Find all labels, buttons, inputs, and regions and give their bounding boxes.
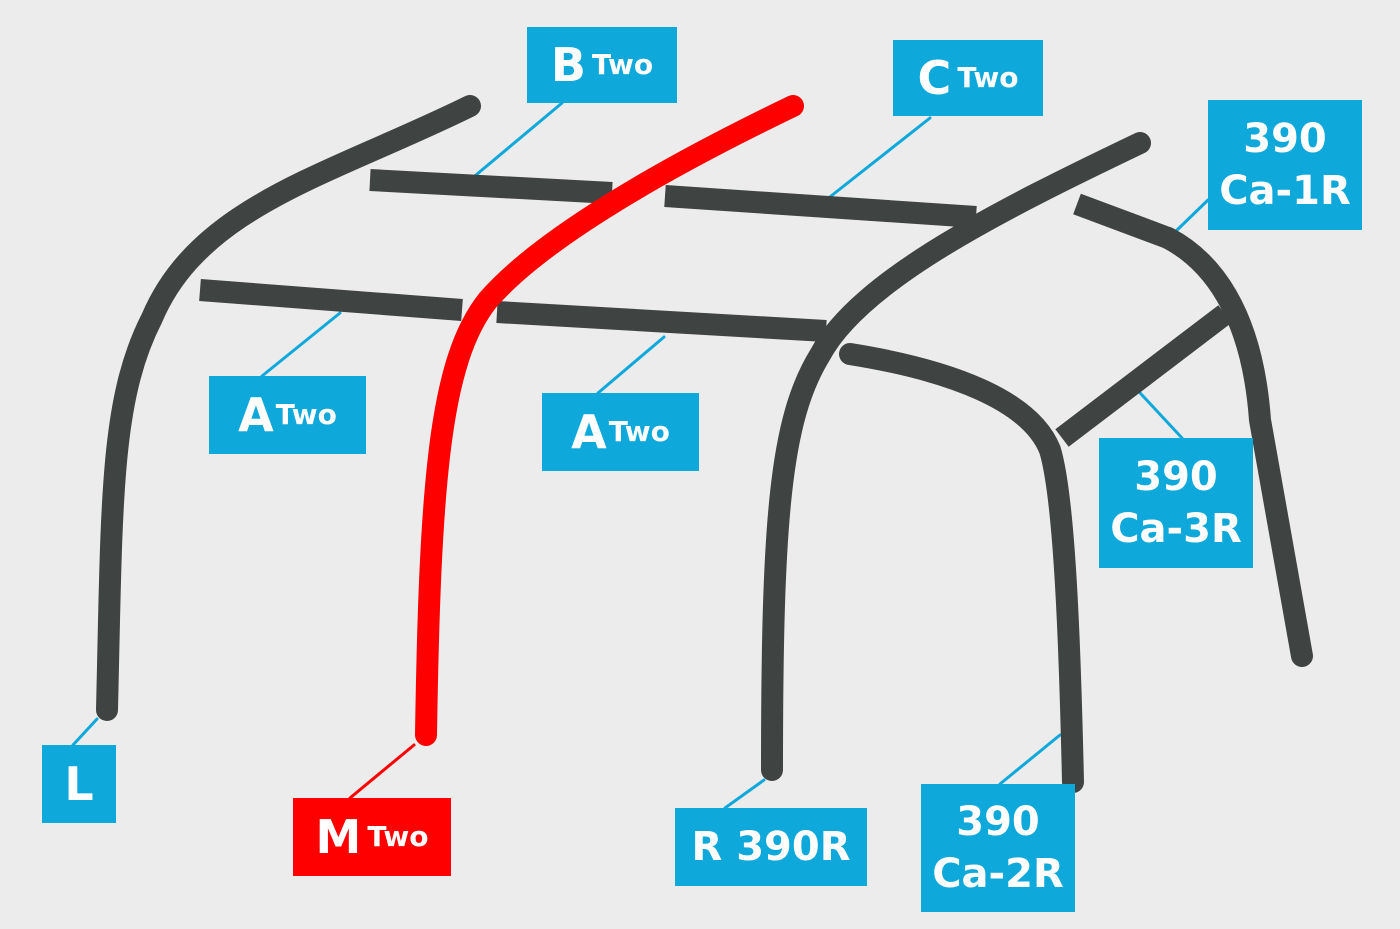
beam-ca3: [1055, 305, 1232, 447]
label-ca1-line2: Ca-1R: [1219, 168, 1351, 214]
label-b: B Two: [527, 27, 677, 103]
label-a-left-main: A: [238, 388, 274, 442]
label-a-mid-sub: Two: [608, 415, 670, 448]
leader-ca1: [1173, 198, 1210, 234]
label-m-main: M: [315, 810, 362, 864]
leader-a-left: [260, 311, 342, 378]
label-b-main: B: [550, 38, 586, 92]
leader-c: [824, 116, 932, 202]
beam-c: [664, 185, 977, 228]
label-ca2-line2: Ca-2R: [932, 851, 1064, 897]
pole-ca1: [1157, 227, 1313, 667]
label-a-mid-main: A: [571, 405, 607, 459]
label-c-main: C: [917, 51, 952, 105]
label-m-sub: Two: [367, 820, 429, 853]
label-c: C Two: [893, 40, 1043, 116]
label-ca1-line1: 390: [1243, 116, 1327, 162]
label-l-main: L: [64, 757, 94, 811]
label-ca2: 390 Ca-2R: [921, 784, 1075, 912]
label-l: L: [42, 745, 116, 823]
pole-l: [96, 95, 481, 721]
leader-a-mid: [596, 335, 666, 395]
label-r-main: R 390R: [691, 824, 851, 870]
leader-ca2: [998, 733, 1062, 786]
beam-a: [199, 279, 463, 321]
label-ca3-line1: 390: [1134, 454, 1218, 500]
label-b-sub: Two: [591, 48, 654, 81]
pole-m-highlighted: [415, 95, 804, 746]
label-a-left-sub: Two: [275, 398, 337, 431]
label-r: R 390R: [675, 808, 867, 886]
leader-l: [71, 717, 99, 747]
beam-ca1: [1073, 193, 1172, 249]
label-a-left: A Two: [209, 376, 366, 454]
pole-ca2: [839, 343, 1084, 793]
leader-m: [348, 743, 416, 800]
label-ca1: 390 Ca-1R: [1208, 100, 1362, 230]
beam-a: [496, 301, 827, 342]
label-a-mid: A Two: [542, 393, 699, 471]
leader-b: [468, 101, 564, 182]
pole-r: [761, 132, 1151, 781]
leader-r: [723, 778, 766, 810]
label-ca3: 390 Ca-3R: [1099, 438, 1253, 568]
beam-c: [369, 169, 613, 204]
label-ca3-line2: Ca-3R: [1110, 506, 1242, 552]
label-c-sub: Two: [957, 61, 1019, 94]
label-ca2-line1: 390: [956, 799, 1040, 845]
label-m: M Two: [293, 798, 451, 876]
